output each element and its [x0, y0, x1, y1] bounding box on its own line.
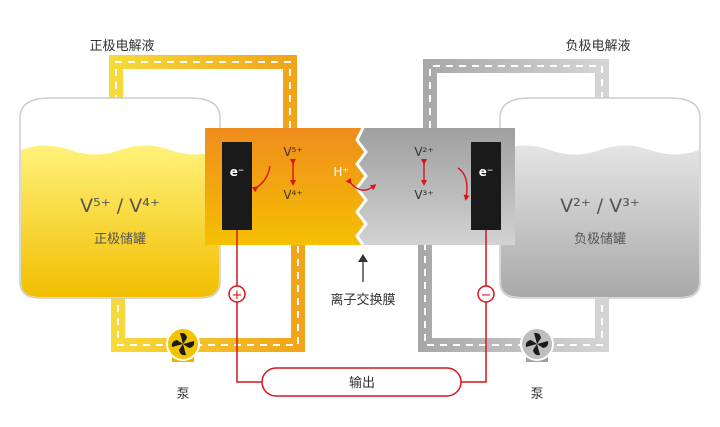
pump-right-label: 泵 [530, 387, 543, 402]
pump-left-label: 泵 [176, 387, 189, 402]
positive-tank-species: V⁵⁺ / V⁴⁺ [80, 195, 160, 217]
negative-tank: V²⁺ / V³⁺ 负极储罐 [499, 97, 701, 299]
cathode-species-top: V⁵⁺ [283, 145, 302, 159]
negative-electrode [471, 142, 501, 230]
proton-label: H⁺ [333, 165, 348, 179]
negative-tank-species: V²⁺ / V³⁺ [560, 195, 640, 217]
cathode-species-bottom: V⁴⁺ [283, 188, 302, 202]
negative-terminal-sign: − [481, 288, 492, 303]
anode-species-bottom: V³⁺ [414, 188, 433, 202]
positive-tank: V⁵⁺ / V⁴⁺ 正极储罐 [19, 97, 221, 299]
pump-fan-icon [171, 332, 195, 356]
positive-electrolyte-label: 正极电解液 [89, 39, 154, 54]
anode-species-top: V²⁺ [414, 145, 433, 159]
negative-electrode-electron: e⁻ [479, 165, 493, 179]
positive-pump [166, 327, 200, 362]
positive-electrode-electron: e⁻ [230, 165, 244, 179]
cell-stack: e⁻ e⁻ V⁵⁺ V⁴⁺ H⁺ V²⁺ V³⁺ [205, 127, 515, 246]
positive-electrode [222, 142, 252, 230]
positive-terminal-sign: + [232, 288, 243, 303]
negative-electrolyte-label: 负极电解液 [565, 39, 630, 54]
positive-tank-label: 正极储罐 [94, 232, 146, 247]
membrane-label: 离子交换膜 [330, 292, 395, 308]
negative-terminal [477, 285, 495, 303]
cathode-electron-arrow [251, 165, 271, 193]
negative-pump [520, 327, 554, 362]
output-load [261, 367, 462, 397]
positive-terminal [228, 285, 246, 303]
pump-fan-icon [525, 332, 549, 356]
external-circuit: 输出 + − [228, 230, 495, 397]
anode-electron-arrow [457, 167, 470, 201]
output-label: 输出 [349, 375, 375, 391]
negative-tank-label: 负极储罐 [574, 232, 626, 247]
proton-transfer-arrow [345, 177, 377, 191]
